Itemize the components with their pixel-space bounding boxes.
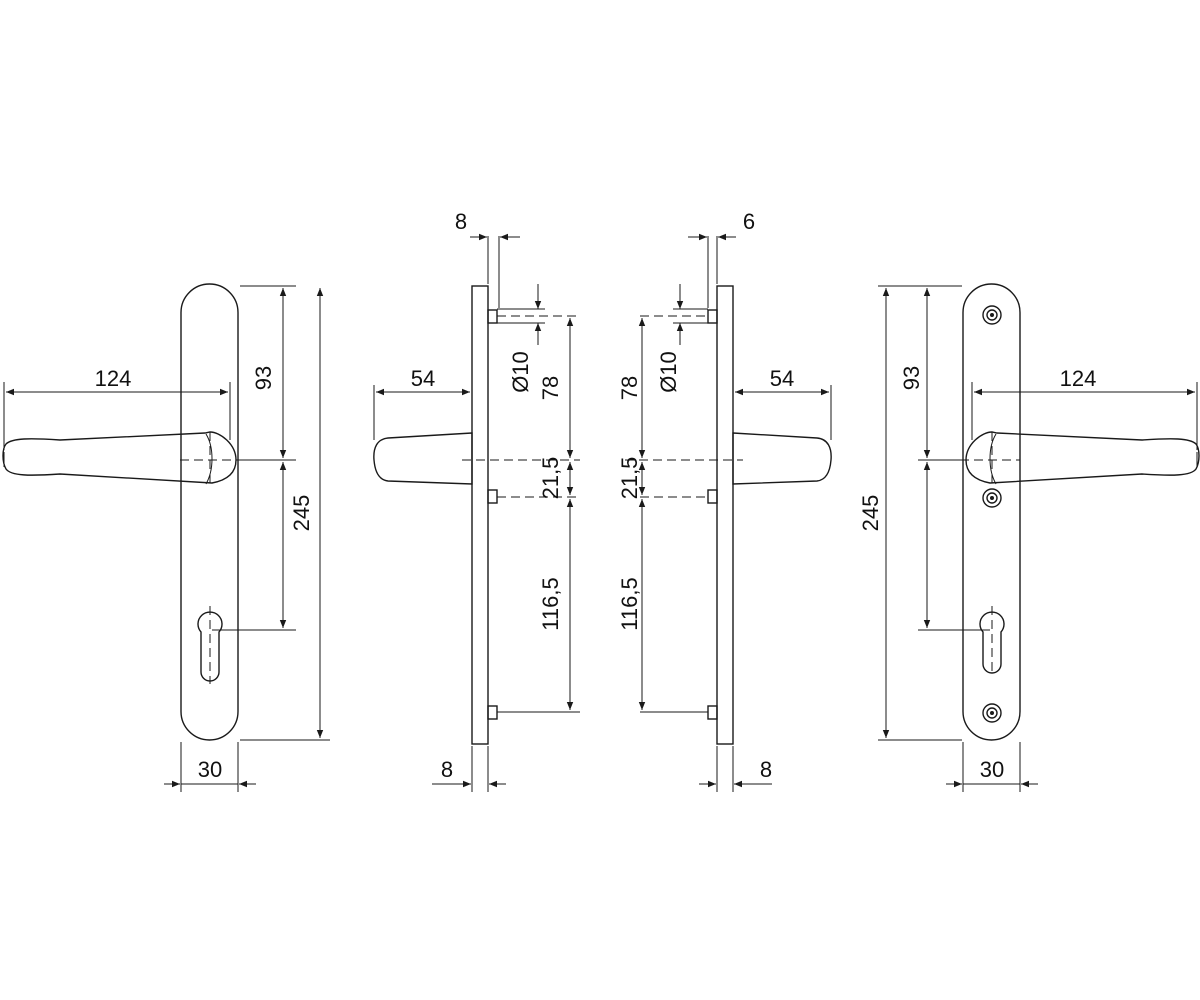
fixing-bolt-top — [707, 309, 718, 324]
lever-handle — [2, 431, 237, 484]
dim-label-lever-projection: 54 — [411, 366, 435, 391]
dim-label-spindle-to-bolt: 21,5 — [538, 457, 563, 500]
dim-label-bolt-diameter: Ø10 — [508, 351, 533, 393]
lever-rose-edge — [989, 433, 997, 485]
screw-head-top — [982, 305, 1002, 325]
plate-side-profile — [471, 285, 489, 745]
dim-label-lever-length: 124 — [1060, 366, 1097, 391]
fixing-bolt-bottom — [707, 705, 718, 720]
fixing-bolt-bottom — [487, 705, 498, 720]
side-view-right: 6 Ø10 78 21,5 116,5 54 8 — [617, 209, 832, 792]
backplate-outline — [180, 283, 239, 741]
fixing-bolt-middle — [487, 489, 498, 504]
dim-label-bolt-spacing: 116,5 — [617, 577, 642, 630]
backplate-outline — [962, 283, 1021, 741]
lever-rose-edge — [205, 433, 213, 485]
dim-label-lever-projection: 54 — [770, 366, 794, 391]
screw-head-bottom — [982, 703, 1002, 723]
front-view-right: 124 93 245 30 — [858, 283, 1200, 792]
dim-label-plate-thickness-top: 6 — [743, 209, 755, 234]
cylinder-cutout — [197, 611, 223, 682]
fixing-bolt-top — [487, 309, 498, 324]
dim-label-bolt-to-spindle: 78 — [538, 376, 563, 400]
dim-label-plate-width: 30 — [198, 757, 222, 782]
lever-handle — [965, 431, 1200, 484]
dim-label-plate-width: 30 — [980, 757, 1004, 782]
dim-label-plate-thickness-top: 8 — [455, 209, 467, 234]
dim-label-spindle-to-cylinder: 93 — [899, 366, 924, 390]
front-view-left: 124 93 245 30 — [2, 283, 330, 792]
cylinder-cutout — [979, 611, 1005, 674]
plate-side-profile — [716, 285, 734, 745]
screw-head-middle — [982, 488, 1002, 508]
fixing-bolt-middle — [707, 489, 718, 504]
lever-side-profile — [732, 432, 832, 485]
dim-label-lever-length: 124 — [95, 366, 132, 391]
dim-label-plate-thickness-bottom: 8 — [441, 757, 453, 782]
dim-label-plate-length: 245 — [858, 495, 883, 532]
dim-label-bolt-to-spindle: 78 — [617, 376, 642, 400]
dim-label-bolt-spacing: 116,5 — [538, 577, 563, 630]
dim-label-spindle-to-cylinder: 93 — [251, 366, 276, 390]
dim-label-spindle-to-bolt: 21,5 — [617, 457, 642, 500]
dim-label-plate-length: 245 — [289, 495, 314, 532]
dim-label-plate-thickness-bottom: 8 — [760, 757, 772, 782]
side-view-left: 8 Ø10 78 21,5 116,5 54 8 — [373, 209, 580, 792]
dim-label-bolt-diameter: Ø10 — [656, 351, 681, 393]
lever-side-profile — [373, 432, 473, 485]
